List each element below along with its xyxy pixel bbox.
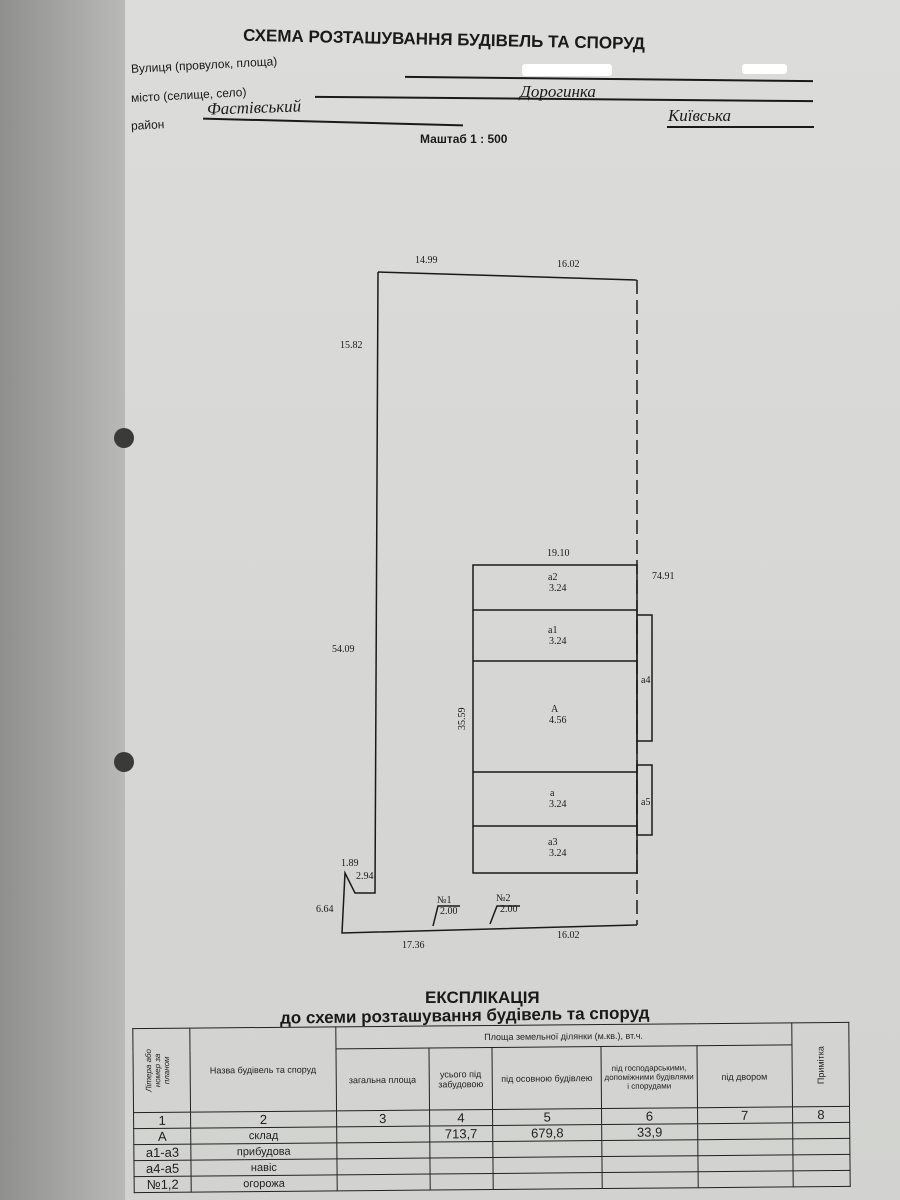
dim-building-length: 35.59 (457, 708, 468, 731)
col-number: 4 (429, 1109, 493, 1127)
dim-step1: 1.89 (341, 858, 359, 869)
explication-title: ЕКСПЛІКАЦІЯ (425, 988, 540, 1007)
redaction (522, 64, 612, 76)
dim-right: 74.91 (652, 571, 675, 582)
fence-label: №2 (496, 893, 511, 904)
document-page (125, 0, 900, 1200)
header-built: усього під забудовою (428, 1047, 493, 1111)
row-name: склад (190, 1126, 337, 1145)
col-number: 5 (492, 1108, 602, 1126)
annex-a5 (636, 764, 653, 836)
building-height: 3.24 (549, 848, 567, 859)
value-aux: 33,9 (601, 1123, 698, 1141)
region-value: Київська (668, 106, 731, 125)
building-label: a (550, 788, 555, 799)
row-letter: №1,2 (134, 1176, 192, 1193)
row-name: навіс (191, 1158, 337, 1177)
building-label: a1 (548, 625, 557, 636)
fence-height: 2.00 (440, 906, 458, 917)
scale: Маштаб 1 : 500 (420, 132, 508, 146)
header-name: Назва будівель та споруд (189, 1026, 337, 1113)
header-yard: під двором (696, 1044, 793, 1108)
header-total: загальна площа (335, 1048, 430, 1111)
header-note: Примітка (815, 1045, 826, 1084)
header-letter: Літера або номер за планом (143, 1048, 172, 1092)
row-name: прибудова (190, 1142, 337, 1161)
col-number: 7 (697, 1106, 793, 1124)
dim-left-lower: 54.09 (332, 644, 355, 655)
value-built: 713,7 (429, 1125, 493, 1143)
dim-step3: 6.64 (316, 904, 334, 915)
dim-bottom-left: 17.36 (402, 940, 425, 951)
boundary-left-bottom (341, 271, 638, 934)
row-name: огорожа (191, 1174, 337, 1193)
building-height: 3.24 (549, 583, 567, 594)
dim-left-upper: 15.82 (340, 340, 363, 351)
boundary-top (377, 271, 638, 281)
col-number: 6 (601, 1107, 698, 1125)
col-number: 1 (133, 1112, 191, 1129)
fence-markers (432, 905, 520, 927)
punch-hole (114, 428, 134, 448)
dim-top-left: 14.99 (415, 255, 438, 266)
fence-height: 2.00 (500, 904, 518, 915)
annex-a4 (636, 614, 653, 742)
dim-building-width: 19.10 (547, 548, 570, 559)
explication-table: Літера або номер за планом Назва будівел… (132, 1022, 851, 1193)
annex-label: а5 (641, 797, 650, 808)
region-line (667, 126, 814, 128)
site-plan: 14.99 16.02 15.82 54.09 74.91 19.10 35.5… (316, 255, 675, 951)
header-main: під осовною будівлею (491, 1046, 602, 1110)
annex-label: а4 (641, 675, 650, 686)
row-letter: А (133, 1128, 191, 1145)
col-number: 2 (190, 1110, 337, 1129)
building-label: a2 (548, 572, 557, 583)
building-label: A (551, 704, 559, 715)
adjacent-page (0, 0, 125, 1200)
building-height: 4.56 (549, 715, 567, 726)
header-aux: під господарськими, допоміжними будівлям… (601, 1045, 698, 1109)
col-number: 8 (792, 1106, 850, 1123)
dim-bottom-right: 16.02 (557, 930, 580, 941)
fence-label: №1 (437, 895, 452, 906)
punch-hole (114, 752, 134, 772)
redaction (742, 64, 787, 74)
dim-step2: 2.94 (356, 871, 374, 882)
city-value: Дорогинка (520, 82, 596, 101)
row-letter: а4-а5 (133, 1160, 192, 1177)
building-height: 3.24 (549, 799, 567, 810)
value-main: 679,8 (492, 1124, 603, 1142)
building-label: a3 (548, 837, 557, 848)
row-letter: а1-а3 (133, 1144, 192, 1161)
dim-top-right: 16.02 (557, 259, 580, 270)
building-height: 3.24 (549, 636, 567, 647)
col-number: 3 (336, 1110, 430, 1127)
